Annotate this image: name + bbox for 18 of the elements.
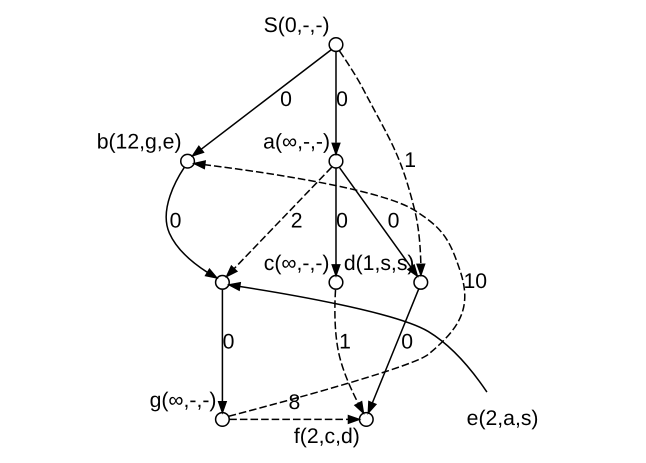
edge-label: 0: [336, 88, 348, 111]
edge-label: 10: [463, 269, 487, 292]
edge-label: 0: [169, 208, 181, 232]
edge-label: 0: [387, 208, 399, 232]
edge-label: 1: [338, 330, 350, 354]
node-label: g(∞,-,-): [149, 388, 216, 412]
node-label: S(0,-,-): [263, 14, 330, 37]
node-text: e(2,a,s): [466, 406, 538, 430]
node-label: c(∞,-,-): [263, 251, 329, 274]
edge-label: 0: [280, 88, 292, 111]
edge-label: 1: [404, 148, 416, 172]
edge-label: 0: [400, 330, 413, 354]
edge-label: 2: [290, 208, 302, 232]
node-label: b(12,g,e): [96, 130, 182, 154]
edge-label: 0: [336, 208, 348, 232]
edge-label: 0: [222, 330, 234, 354]
node-label: a(∞,-,-): [262, 130, 330, 154]
node-label: f(2,c,d): [293, 424, 360, 448]
